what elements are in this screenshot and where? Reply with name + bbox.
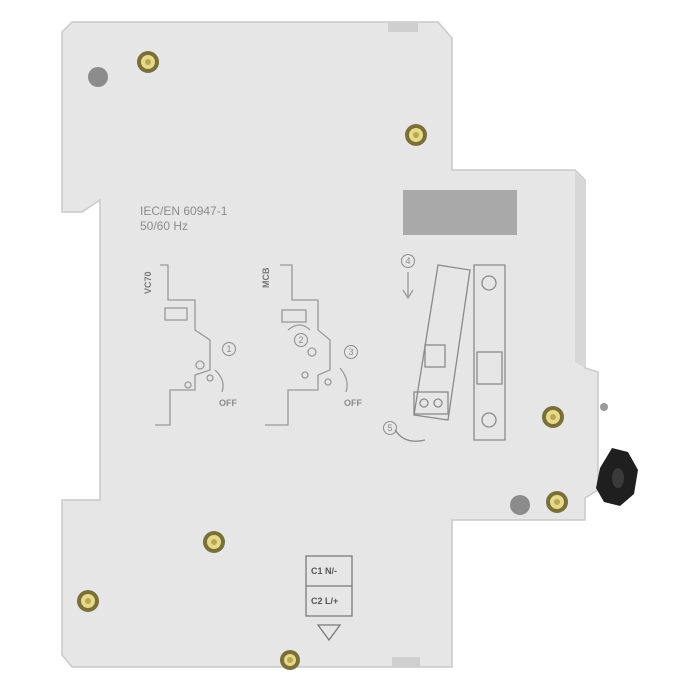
terminal-c2-label: C2 L/+	[311, 596, 339, 606]
step-5-marker: 5	[383, 421, 397, 435]
rivet-icon	[405, 124, 427, 146]
hole	[510, 495, 530, 515]
knob-icon	[596, 448, 638, 506]
rivet-icon	[203, 531, 225, 553]
step-3-marker: 3	[344, 345, 358, 359]
bottom-tab	[392, 657, 420, 667]
step-4-marker: 4	[401, 254, 415, 268]
housing-flange	[575, 172, 585, 368]
rivet-icon	[280, 650, 300, 670]
rivet-icon	[546, 491, 568, 513]
hole	[88, 67, 108, 87]
assembly-diagram	[394, 264, 506, 442]
standard-marking: IEC/EN 60947-1	[140, 204, 228, 218]
screw-icon	[600, 403, 608, 411]
label-window	[403, 190, 517, 235]
rivet-icon	[542, 406, 564, 428]
top-tab	[388, 22, 418, 32]
mcb-label: MCB	[261, 267, 271, 289]
terminal-c1-label: C1 N/-	[311, 566, 338, 576]
vc70-diagram	[155, 264, 224, 426]
frequency-marking: 50/60 Hz	[140, 219, 189, 233]
rivet-icon	[77, 590, 99, 612]
step-2-marker: 2	[294, 333, 308, 347]
arrow-down-icon	[402, 272, 414, 300]
triangle-down-icon	[316, 624, 342, 642]
rivet-icon	[137, 51, 159, 73]
off-label-1: OFF	[219, 398, 237, 408]
step-1-marker: 1	[222, 342, 236, 356]
terminal-box	[305, 555, 353, 617]
off-label-2: OFF	[344, 398, 362, 408]
vc70-label: VC70	[143, 271, 153, 294]
mcb-diagram	[265, 264, 348, 426]
